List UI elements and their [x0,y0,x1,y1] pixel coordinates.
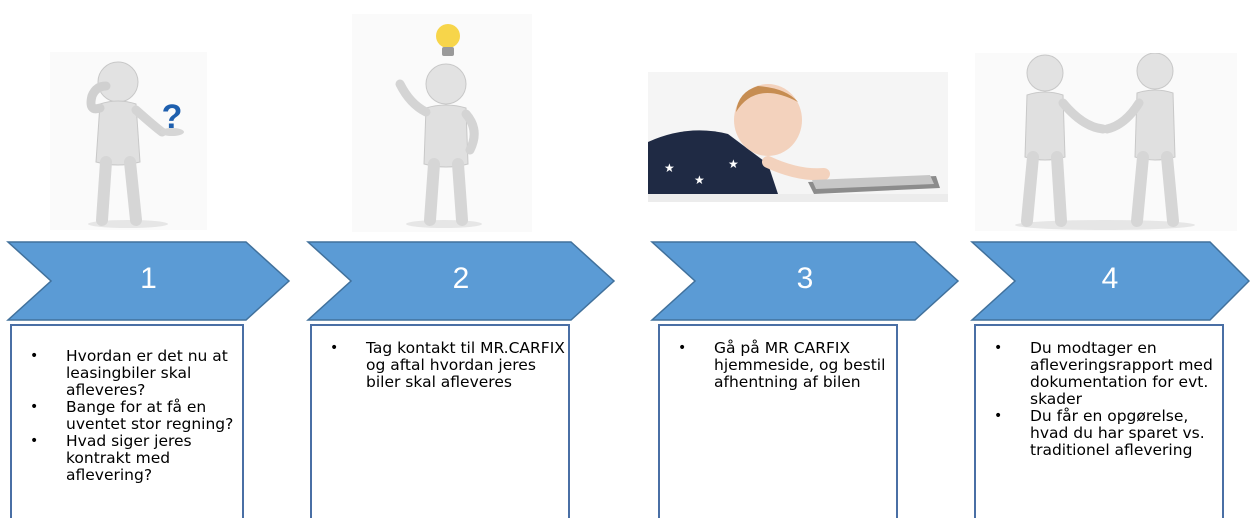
step-2-textbox: Tag kontakt til MR.CARFIX og aftal hvord… [310,324,570,518]
svg-text:?: ? [162,98,183,136]
chevron-arrow-shape [970,241,1250,321]
list-item: Du får en opgørelse, hvad du har sparet … [976,408,1222,459]
step-2-image [352,14,532,232]
list-item: Gå på MR CARFIX hjemmeside, og bestil af… [660,340,896,391]
thinking-figure-question-mark-icon: ? [50,52,207,230]
chevron-arrow-shape [6,241,291,321]
idea-figure-lightbulb-icon [352,14,532,232]
step-4-textbox: Du modtager en afleveringsrapport med do… [974,324,1224,518]
step-4-chevron: 4 [970,240,1250,322]
step-4-bullet-list: Du modtager en afleveringsrapport med do… [976,340,1222,459]
chevron-arrow-shape [650,241,960,321]
list-item: Bange for at få en uventet stor regning? [12,399,242,433]
baby-with-tablet-icon: ★ ★ ★ [648,72,948,202]
svg-text:★: ★ [728,157,739,171]
svg-text:★: ★ [664,161,675,175]
step-2-number: 2 [452,262,470,295]
step-1-chevron: 1 [6,240,291,322]
step-3-textbox: Gå på MR CARFIX hjemmeside, og bestil af… [658,324,898,518]
list-item: Tag kontakt til MR.CARFIX og aftal hvord… [312,340,568,391]
list-item: Du modtager en afleveringsrapport med do… [976,340,1222,408]
svg-text:★: ★ [694,173,705,187]
step-3-bullet-list: Gå på MR CARFIX hjemmeside, og bestil af… [660,340,896,391]
step-1-textbox: Hvordan er det nu at leasingbiler skal a… [10,324,244,518]
step-1-bullet-list: Hvordan er det nu at leasingbiler skal a… [12,348,242,484]
step-4-image [975,53,1237,231]
step-1-number: 1 [140,262,157,295]
step-2-bullet-list: Tag kontakt til MR.CARFIX og aftal hvord… [312,340,568,391]
chevron-arrow-shape [306,241,616,321]
step-2-chevron: 2 [306,240,616,322]
step-3-image: ★ ★ ★ [648,72,948,202]
step-3-chevron: 3 [650,240,960,322]
list-item: Hvad siger jeres kontrakt med aflevering… [12,433,242,484]
list-item: Hvordan er det nu at leasingbiler skal a… [12,348,242,399]
handshake-figures-icon [975,53,1237,231]
step-3-number: 3 [796,262,814,295]
step-1-image: ? [50,52,207,230]
step-4-number: 4 [1101,262,1119,295]
